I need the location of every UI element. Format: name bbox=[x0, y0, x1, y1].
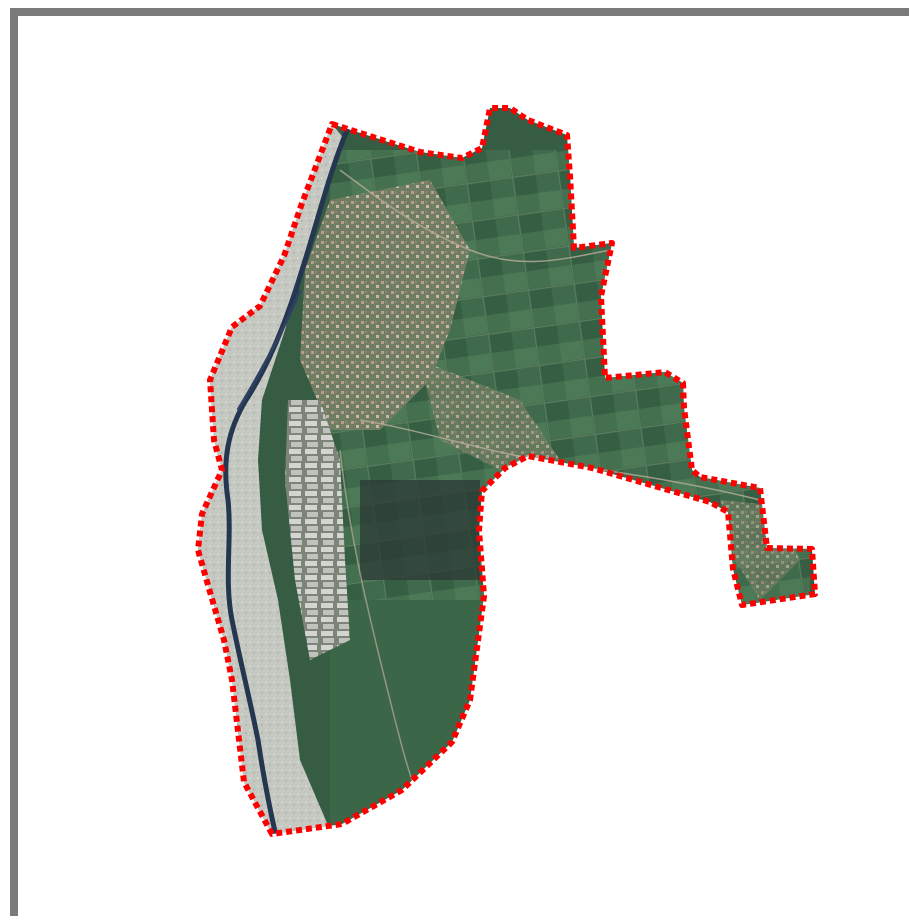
river-branch bbox=[236, 289, 302, 411]
road-north bbox=[339, 169, 611, 263]
industrial-zone bbox=[285, 400, 350, 660]
frame-left-border bbox=[10, 8, 18, 916]
east-settlement bbox=[420, 360, 560, 470]
road-south bbox=[339, 449, 421, 801]
frame-top-border bbox=[10, 8, 909, 16]
river-channel bbox=[223, 127, 351, 834]
southern-fields bbox=[330, 600, 480, 830]
dark-fields bbox=[360, 480, 480, 580]
